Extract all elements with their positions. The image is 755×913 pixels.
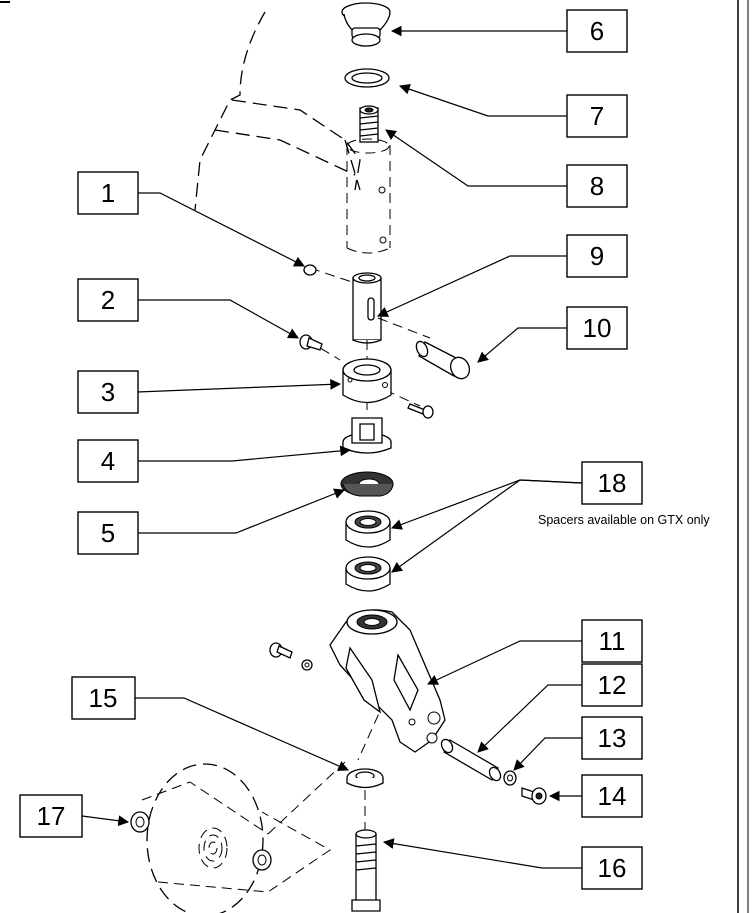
callout-12-label: 12 xyxy=(598,670,627,700)
callout-10-label: 10 xyxy=(583,313,612,343)
part-1-o-ring xyxy=(303,264,317,276)
callout-4: 4 xyxy=(77,439,139,483)
part-12-axle-tube xyxy=(440,738,502,782)
callout-15: 15 xyxy=(71,676,136,720)
callout-14: 14 xyxy=(581,774,643,818)
callout-5-label: 5 xyxy=(101,518,115,548)
callout-7-label: 7 xyxy=(590,101,604,131)
callout-9: 9 xyxy=(566,234,628,278)
callout-6: 6 xyxy=(566,9,628,53)
part-13-washer xyxy=(503,770,517,786)
frame-outline xyxy=(194,11,361,211)
callout-15-label: 15 xyxy=(89,683,118,713)
part-16-axle-bolt xyxy=(351,829,381,912)
callout-8: 8 xyxy=(566,164,628,208)
part-6-cap xyxy=(341,2,391,47)
part-7-washer xyxy=(344,68,390,88)
part-8-threaded-stem xyxy=(359,105,379,143)
spacers-note: Spacers available on GTX only xyxy=(538,513,710,527)
callout-16: 16 xyxy=(581,846,643,890)
collar-set-screw xyxy=(407,403,434,419)
callout-2: 2 xyxy=(77,278,139,322)
callout-1-label: 1 xyxy=(101,178,115,208)
leader-lines xyxy=(81,25,583,869)
callout-4-label: 4 xyxy=(101,446,115,476)
part-10-pin xyxy=(415,340,471,380)
fork-side-screw xyxy=(269,642,313,671)
callout-9-label: 9 xyxy=(590,241,604,271)
callout-18-label: 18 xyxy=(598,468,627,498)
callout-7: 7 xyxy=(566,94,628,138)
callout-13: 13 xyxy=(581,716,643,760)
callout-1: 1 xyxy=(77,171,139,215)
part-3-collar xyxy=(342,358,392,404)
part-18-spacer-upper xyxy=(345,510,391,548)
callout-3: 3 xyxy=(77,370,139,414)
callout-11: 11 xyxy=(581,619,643,663)
callout-6-label: 6 xyxy=(590,16,604,46)
part-4-bracket xyxy=(342,417,392,454)
housing-tube-dashed xyxy=(346,138,391,254)
part-9-sleeve xyxy=(352,272,382,344)
callout-8-label: 8 xyxy=(590,171,604,201)
part-14-bolt xyxy=(521,787,547,805)
callout-13-label: 13 xyxy=(598,723,627,753)
part-11-fork xyxy=(329,609,446,753)
callout-18: 18 xyxy=(581,461,643,505)
callout-11-label: 11 xyxy=(599,626,626,656)
wheel-dashed xyxy=(130,761,346,913)
part-2-screw xyxy=(299,334,323,351)
callout-12: 12 xyxy=(581,663,643,707)
callout-17-label: 17 xyxy=(37,801,66,831)
callout-3-label: 3 xyxy=(101,377,115,407)
part-5-spring-washer xyxy=(340,471,394,497)
callout-16-label: 16 xyxy=(598,853,627,883)
callout-10: 10 xyxy=(566,306,628,350)
callout-2-label: 2 xyxy=(101,285,115,315)
callout-14-label: 14 xyxy=(598,781,627,811)
part-15-ring xyxy=(346,768,384,789)
part-18-spacer-lower xyxy=(345,556,391,592)
callout-17: 17 xyxy=(19,794,83,838)
callout-5: 5 xyxy=(77,511,139,555)
